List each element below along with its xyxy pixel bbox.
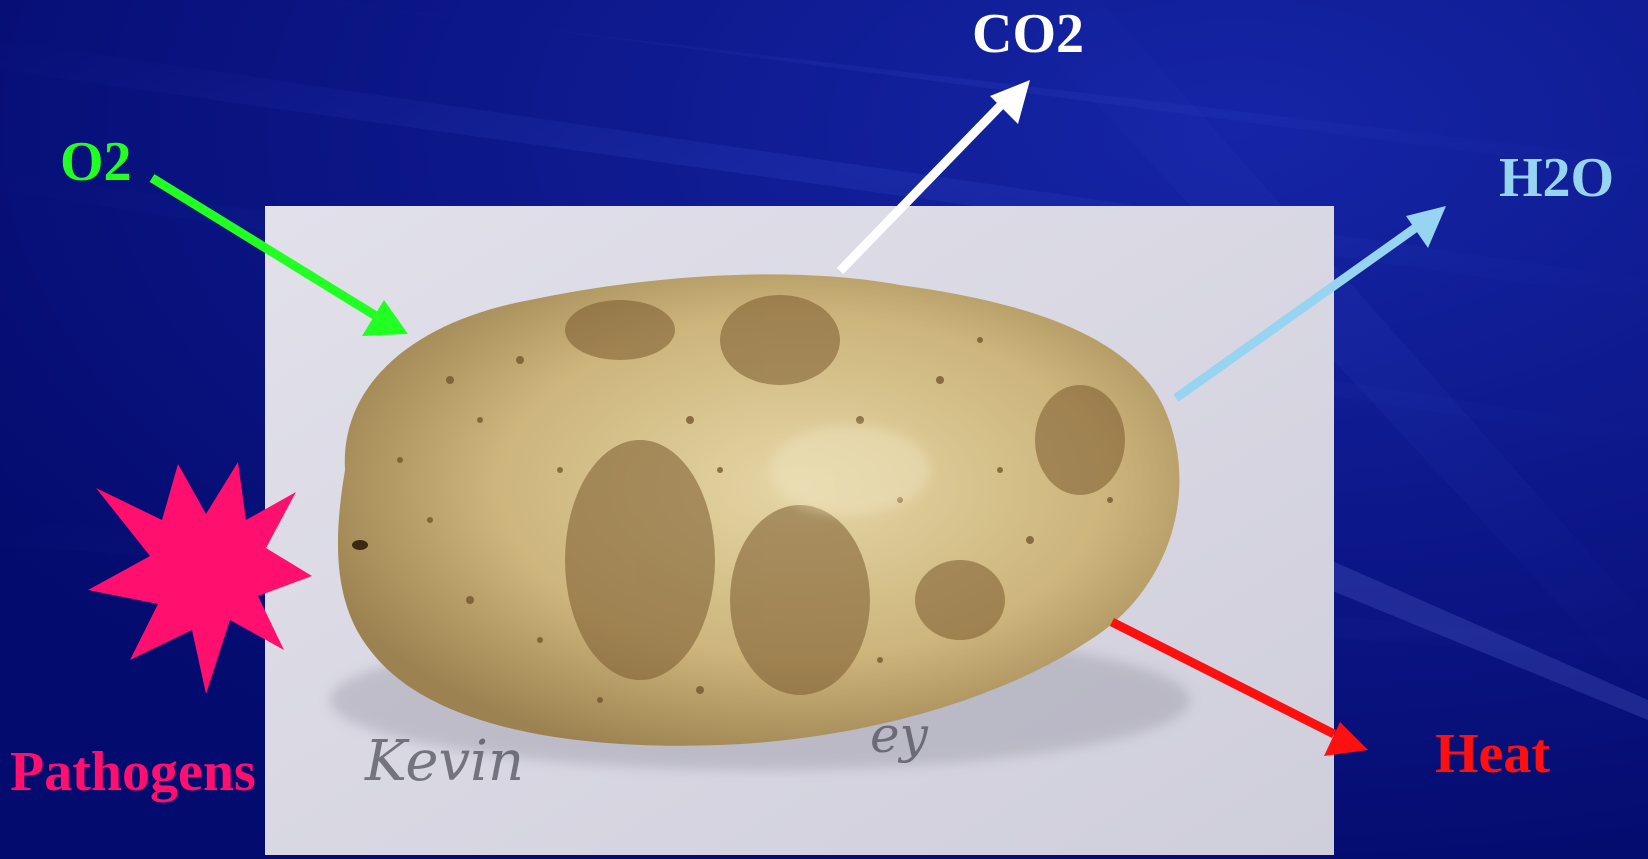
label-h2o: H2O — [1499, 150, 1614, 206]
label-co2: CO2 — [972, 6, 1084, 62]
label-heat: Heat — [1435, 726, 1550, 782]
label-pathogens: Pathogens — [10, 744, 256, 800]
label-o2: O2 — [60, 134, 132, 190]
potato-photo: Kevin ey — [265, 206, 1334, 855]
photo-handwriting: Kevin — [364, 729, 524, 794]
